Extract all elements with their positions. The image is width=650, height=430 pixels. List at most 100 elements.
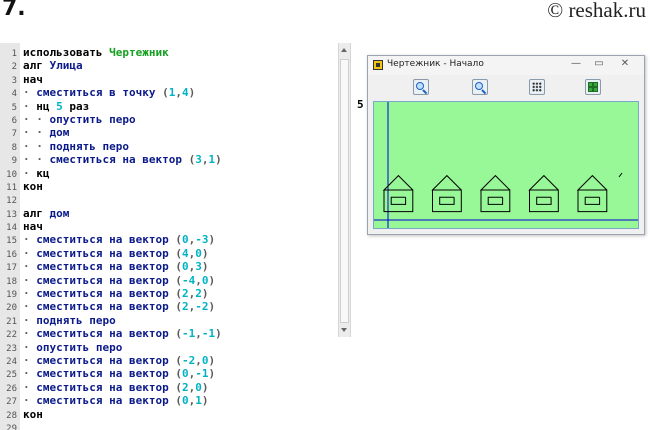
- code-token: сместиться на вектор: [36, 380, 176, 394]
- code-token: сместиться на вектор: [36, 233, 176, 247]
- line-text: · поднять перо: [23, 314, 116, 327]
- code-line[interactable]: 26· сместиться на вектор (2,0): [0, 381, 208, 394]
- code-token: ): [188, 86, 196, 100]
- side-margin-number: 5: [357, 98, 364, 111]
- line-number: 6: [11, 115, 17, 126]
- code-line[interactable]: 9· · сместиться на вектор (3,1): [0, 153, 222, 166]
- code-line[interactable]: 5· нц 5 раз: [0, 100, 90, 113]
- code-line[interactable]: 20· сместиться на вектор (2,-2): [0, 300, 215, 313]
- code-line[interactable]: 25· сместиться на вектор (0,-1): [0, 367, 215, 380]
- code-token: 4: [181, 86, 189, 100]
- code-line[interactable]: 27· сместиться на вектор (0,1): [0, 394, 208, 407]
- code-token: 2: [181, 287, 189, 301]
- zoom-in-button[interactable]: [413, 79, 429, 95]
- code-token: ·: [23, 313, 37, 327]
- code-line[interactable]: 22· сместиться на вектор (-1,-1): [0, 327, 222, 341]
- code-token: · ·: [23, 153, 50, 167]
- line-text: кон: [23, 408, 43, 421]
- line-number: 11: [6, 182, 17, 193]
- code-token: 0: [181, 260, 189, 274]
- code-line[interactable]: 29: [0, 421, 17, 430]
- code-token: ·: [23, 340, 37, 354]
- code-token: поднять перо: [36, 313, 116, 327]
- code-token: (: [175, 327, 182, 341]
- code-line[interactable]: 12: [0, 193, 17, 206]
- editor-vertical-scrollbar[interactable]: [338, 43, 351, 337]
- drawing-canvas[interactable]: [373, 101, 639, 229]
- code-token: 0: [181, 394, 189, 408]
- scroll-down-arrow-icon[interactable]: [341, 328, 347, 332]
- code-token: ·: [23, 273, 37, 287]
- code-line[interactable]: 16· сместиться на вектор (4,0): [0, 247, 208, 260]
- grid-toggle-button[interactable]: [529, 79, 545, 95]
- line-text: кон: [23, 180, 43, 193]
- line-number: 22: [6, 330, 17, 341]
- code-line[interactable]: 10· кц: [0, 167, 49, 180]
- code-line[interactable]: 18· сместиться на вектор (-4,0): [0, 274, 215, 287]
- code-line[interactable]: 8· · поднять перо: [0, 140, 129, 153]
- code-token: сместиться на вектор: [36, 300, 176, 314]
- window-titlebar[interactable]: Чертежник - Начало — ▭ ✕: [368, 56, 644, 75]
- fit-view-button[interactable]: [585, 79, 601, 95]
- line-text: нач: [23, 220, 43, 233]
- code-token: ): [201, 394, 209, 408]
- code-token: (: [175, 367, 182, 381]
- line-number: 23: [6, 343, 17, 354]
- line-number: 10: [6, 169, 17, 180]
- code-token: ): [208, 300, 216, 314]
- code-token: ): [215, 327, 222, 341]
- close-button[interactable]: ✕: [620, 58, 630, 69]
- code-line[interactable]: 6· · опустить перо: [0, 113, 136, 126]
- line-text: · нц 5 раз: [23, 100, 89, 113]
- code-token: ·: [23, 380, 37, 394]
- code-token: кон: [23, 179, 43, 193]
- code-line[interactable]: 15· сместиться на вектор (0,-3): [0, 233, 215, 246]
- drawer-window[interactable]: Чертежник - Начало — ▭ ✕: [367, 55, 645, 235]
- code-token: сместиться на вектор: [36, 287, 176, 301]
- code-token: ·: [23, 394, 37, 408]
- code-token: · ·: [23, 126, 50, 140]
- code-line[interactable]: 21· поднять перо: [0, 314, 116, 327]
- code-line[interactable]: 11 кон: [0, 180, 43, 193]
- code-token: · ·: [23, 112, 50, 126]
- code-line[interactable]: 19· сместиться на вектор (2,2): [0, 287, 208, 300]
- code-token: сместиться на вектор: [36, 246, 176, 260]
- scroll-up-arrow-icon[interactable]: [341, 48, 347, 52]
- code-token: дом: [49, 206, 70, 220]
- code-line[interactable]: 4· сместиться в точку (1,4): [0, 86, 196, 99]
- code-token: 2: [195, 287, 202, 301]
- scrollbar-thumb[interactable]: [340, 59, 349, 323]
- code-token: сместиться на вектор: [36, 273, 176, 287]
- code-token: 2: [181, 380, 189, 394]
- line-text: · сместиться на вектор (-2,0): [23, 354, 215, 367]
- zoom-out-icon: [475, 82, 483, 90]
- code-line[interactable]: 24· сместиться на вектор (-2,0): [0, 354, 215, 367]
- code-token: ,: [188, 287, 196, 301]
- line-number: 8: [11, 142, 17, 153]
- line-text: · · сместиться на вектор (3,1): [23, 153, 222, 166]
- code-token: ,: [188, 246, 196, 260]
- code-line[interactable]: 17· сместиться на вектор (0,3): [0, 260, 208, 273]
- task-number: 7.: [2, 0, 26, 21]
- maximize-button[interactable]: ▭: [594, 58, 604, 69]
- minimize-button[interactable]: —: [571, 58, 581, 69]
- line-number: 26: [6, 383, 17, 394]
- fit-view-icon: [588, 82, 598, 92]
- code-token: ): [201, 260, 209, 274]
- code-token: · ·: [23, 139, 50, 153]
- code-line[interactable]: 23· опустить перо: [0, 341, 122, 354]
- code-token: (: [175, 394, 182, 408]
- code-token: 0: [195, 246, 202, 260]
- code-token: ): [208, 233, 216, 247]
- line-text: · сместиться на вектор (2,-2): [23, 300, 215, 313]
- code-line[interactable]: 7· · дом: [0, 126, 70, 139]
- zoom-out-button[interactable]: [472, 79, 488, 95]
- zoom-in-handle: [422, 89, 428, 95]
